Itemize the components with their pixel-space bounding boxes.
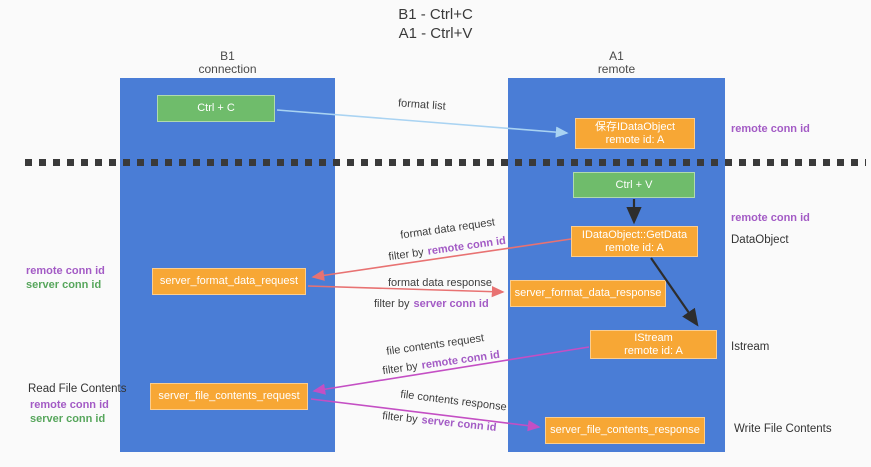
box-ctrl-v-label: Ctrl + V bbox=[615, 178, 653, 191]
box-istream-line2: remote id: A bbox=[624, 344, 683, 357]
remote-conn-id-text: remote conn id bbox=[30, 399, 109, 411]
annotation-remote-conn-id-mid-right: remote conn id bbox=[731, 212, 810, 224]
filter-by-text: filter by bbox=[387, 246, 425, 264]
remote-conn-id-text: remote conn id bbox=[420, 348, 501, 372]
server-conn-id-text: server conn id bbox=[26, 279, 102, 291]
lane-a1-subtitle: remote bbox=[597, 62, 636, 76]
label-format-data-response: format data response bbox=[388, 277, 492, 289]
box-format-response-label: server_format_data_response bbox=[514, 287, 662, 299]
filter-by-text: filter by bbox=[374, 298, 410, 310]
lane-header-a1: A1 remote bbox=[508, 50, 725, 76]
annotation-conn-ids-left-top: remote conn id server conn id bbox=[26, 264, 105, 292]
lane-a1-name: A1 bbox=[609, 49, 624, 63]
server-conn-id-text: server conn id bbox=[413, 298, 489, 310]
box-idataobject-getdata: IDataObject::GetData remote id: A bbox=[571, 226, 698, 257]
box-istream: IStream remote id: A bbox=[590, 330, 717, 359]
annotation-read-file-contents: Read File Contents bbox=[28, 383, 127, 395]
box-format-request-label: server_format_data_request bbox=[159, 275, 299, 287]
box-save-dataobject: 保存IDataObject remote id: A bbox=[575, 118, 695, 149]
server-conn-id-text: server conn id bbox=[30, 413, 106, 425]
box-server-format-data-response: server_format_data_response bbox=[510, 280, 666, 307]
lane-b1-subtitle: connection bbox=[198, 62, 257, 76]
box-save-dataobject-line1: 保存IDataObject bbox=[594, 120, 676, 133]
box-server-file-contents-request: server_file_contents_request bbox=[150, 383, 308, 410]
box-save-dataobject-line2: remote id: A bbox=[605, 133, 665, 146]
remote-conn-id-text: remote conn id bbox=[426, 234, 507, 258]
box-server-format-data-request: server_format_data_request bbox=[152, 268, 306, 295]
box-ctrl-v: Ctrl + V bbox=[573, 172, 695, 198]
label-format-list: format list bbox=[397, 97, 447, 113]
phase-divider-dashed-line bbox=[25, 159, 866, 166]
box-ctrl-c-label: Ctrl + C bbox=[197, 102, 235, 114]
box-file-request-label: server_file_contents_request bbox=[158, 390, 300, 402]
title-line-1: B1 - Ctrl+C bbox=[398, 6, 473, 23]
lane-b1-name: B1 bbox=[220, 49, 235, 63]
label-filter-by-server-1: filter by server conn id bbox=[374, 298, 489, 310]
box-getdata-line2: remote id: A bbox=[605, 241, 664, 254]
annotation-istream: Istream bbox=[731, 341, 770, 353]
box-server-file-contents-response: server_file_contents_response bbox=[545, 417, 705, 444]
label-filter-by-server-2: filter by server conn id bbox=[382, 410, 497, 434]
annotation-dataobject: DataObject bbox=[731, 234, 789, 246]
box-ctrl-c: Ctrl + C bbox=[157, 95, 275, 122]
filter-by-text: filter by bbox=[381, 360, 419, 378]
annotation-remote-conn-id-top-right: remote conn id bbox=[731, 123, 810, 135]
server-conn-id-text: server conn id bbox=[420, 414, 497, 434]
box-file-response-label: server_file_contents_response bbox=[550, 424, 700, 436]
filter-by-text: filter by bbox=[381, 410, 419, 426]
annotation-write-file-contents: Write File Contents bbox=[734, 423, 832, 435]
diagram-title: B1 - Ctrl+C A1 - Ctrl+V bbox=[0, 5, 871, 43]
box-getdata-line1: IDataObject::GetData bbox=[581, 228, 688, 241]
title-line-2: A1 - Ctrl+V bbox=[398, 25, 473, 42]
box-istream-line1: IStream bbox=[634, 331, 673, 344]
label-file-contents-response: file contents response bbox=[399, 388, 508, 414]
lane-header-b1: B1 connection bbox=[120, 50, 335, 76]
remote-conn-id-text: remote conn id bbox=[26, 265, 105, 277]
annotation-conn-ids-left-bottom: remote conn id server conn id bbox=[30, 398, 109, 426]
